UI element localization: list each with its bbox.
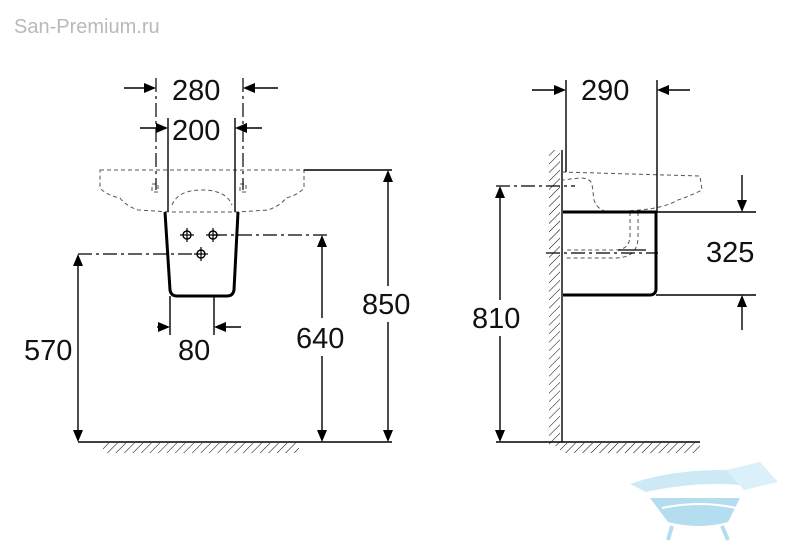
side-pedestal bbox=[563, 210, 658, 297]
side-view: 290 325 810 bbox=[472, 75, 756, 453]
dim-front-width-inner: 200 bbox=[172, 115, 220, 147]
bathtub-logo-icon bbox=[630, 462, 778, 541]
dim-front-supply-height: 640 bbox=[296, 323, 344, 355]
front-pedestal bbox=[163, 211, 240, 298]
side-trap bbox=[566, 212, 646, 259]
dim-side-drain-height: 810 bbox=[472, 303, 520, 335]
dim-front-rim-height: 850 bbox=[362, 289, 410, 321]
side-wall-hatch bbox=[549, 150, 560, 446]
dim-side-pedestal-height: 325 bbox=[706, 237, 754, 269]
dim-front-pedestal-width: 80 bbox=[178, 335, 210, 367]
front-tap-hole-left bbox=[151, 183, 159, 193]
dim-front-width-outer: 280 bbox=[172, 75, 220, 107]
front-view: 280 200 80 570 640 850 bbox=[24, 75, 410, 453]
watermark-text: San-Premium.ru bbox=[14, 16, 160, 38]
dim-front-drain-height: 570 bbox=[24, 335, 72, 367]
side-basin-outline bbox=[561, 171, 703, 213]
side-floor-hatch bbox=[560, 443, 700, 453]
front-floor-hatch bbox=[103, 443, 299, 453]
front-connection-fittings bbox=[180, 228, 220, 261]
front-basin-bowl bbox=[171, 189, 233, 206]
dim-side-projection: 290 bbox=[581, 75, 629, 107]
front-basin-outline bbox=[99, 169, 305, 213]
